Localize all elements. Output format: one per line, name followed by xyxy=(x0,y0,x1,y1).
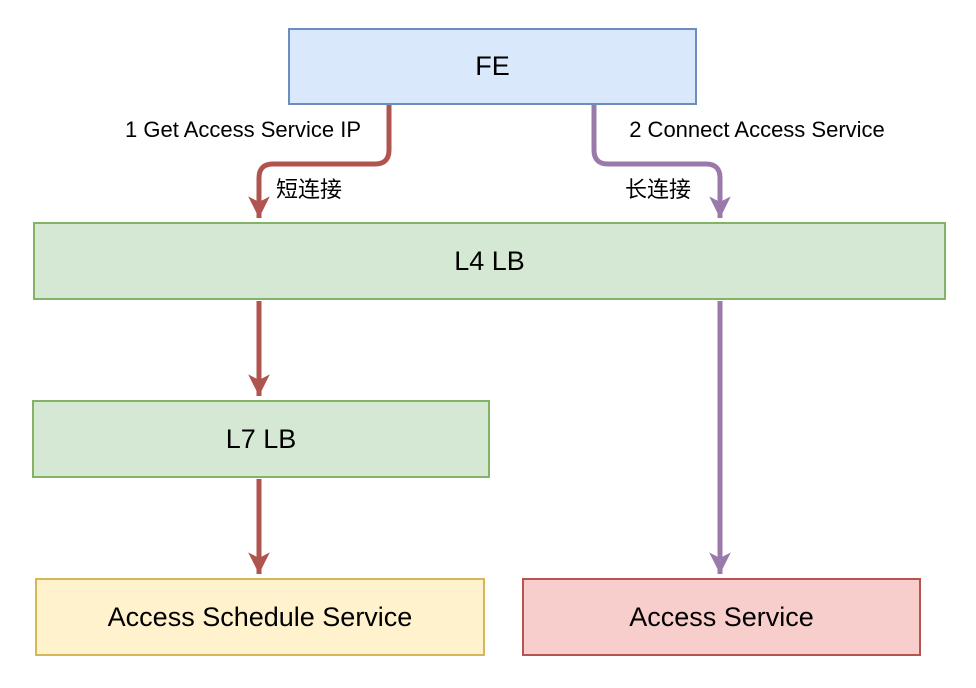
node-l7-lb: L7 LB xyxy=(32,400,490,478)
node-access-service-label: Access Service xyxy=(629,601,814,632)
node-fe-label: FE xyxy=(475,51,510,81)
node-l4-lb-label: L4 LB xyxy=(454,245,525,276)
node-access-schedule-service-label: Access Schedule Service xyxy=(107,601,413,632)
edge-label-connect-access-service: 2 Connect Access Service xyxy=(629,117,885,142)
node-access-schedule-service: Access Schedule Service xyxy=(35,578,485,656)
node-fe: FE xyxy=(288,28,697,105)
edge-label-get-access-service-ip: 1 Get Access Service IP xyxy=(125,117,361,142)
edge-sublabel-short-connection: 短连接 xyxy=(275,177,343,202)
node-l4-lb: L4 LB xyxy=(33,222,946,300)
node-access-service: Access Service xyxy=(522,578,921,656)
edge-get-access-service-ip xyxy=(248,105,392,218)
edge-connect-access-service xyxy=(591,105,731,218)
edge-sublabel-long-connection: 长连接 xyxy=(624,177,692,202)
node-l7-lb-label: L7 LB xyxy=(225,423,297,454)
